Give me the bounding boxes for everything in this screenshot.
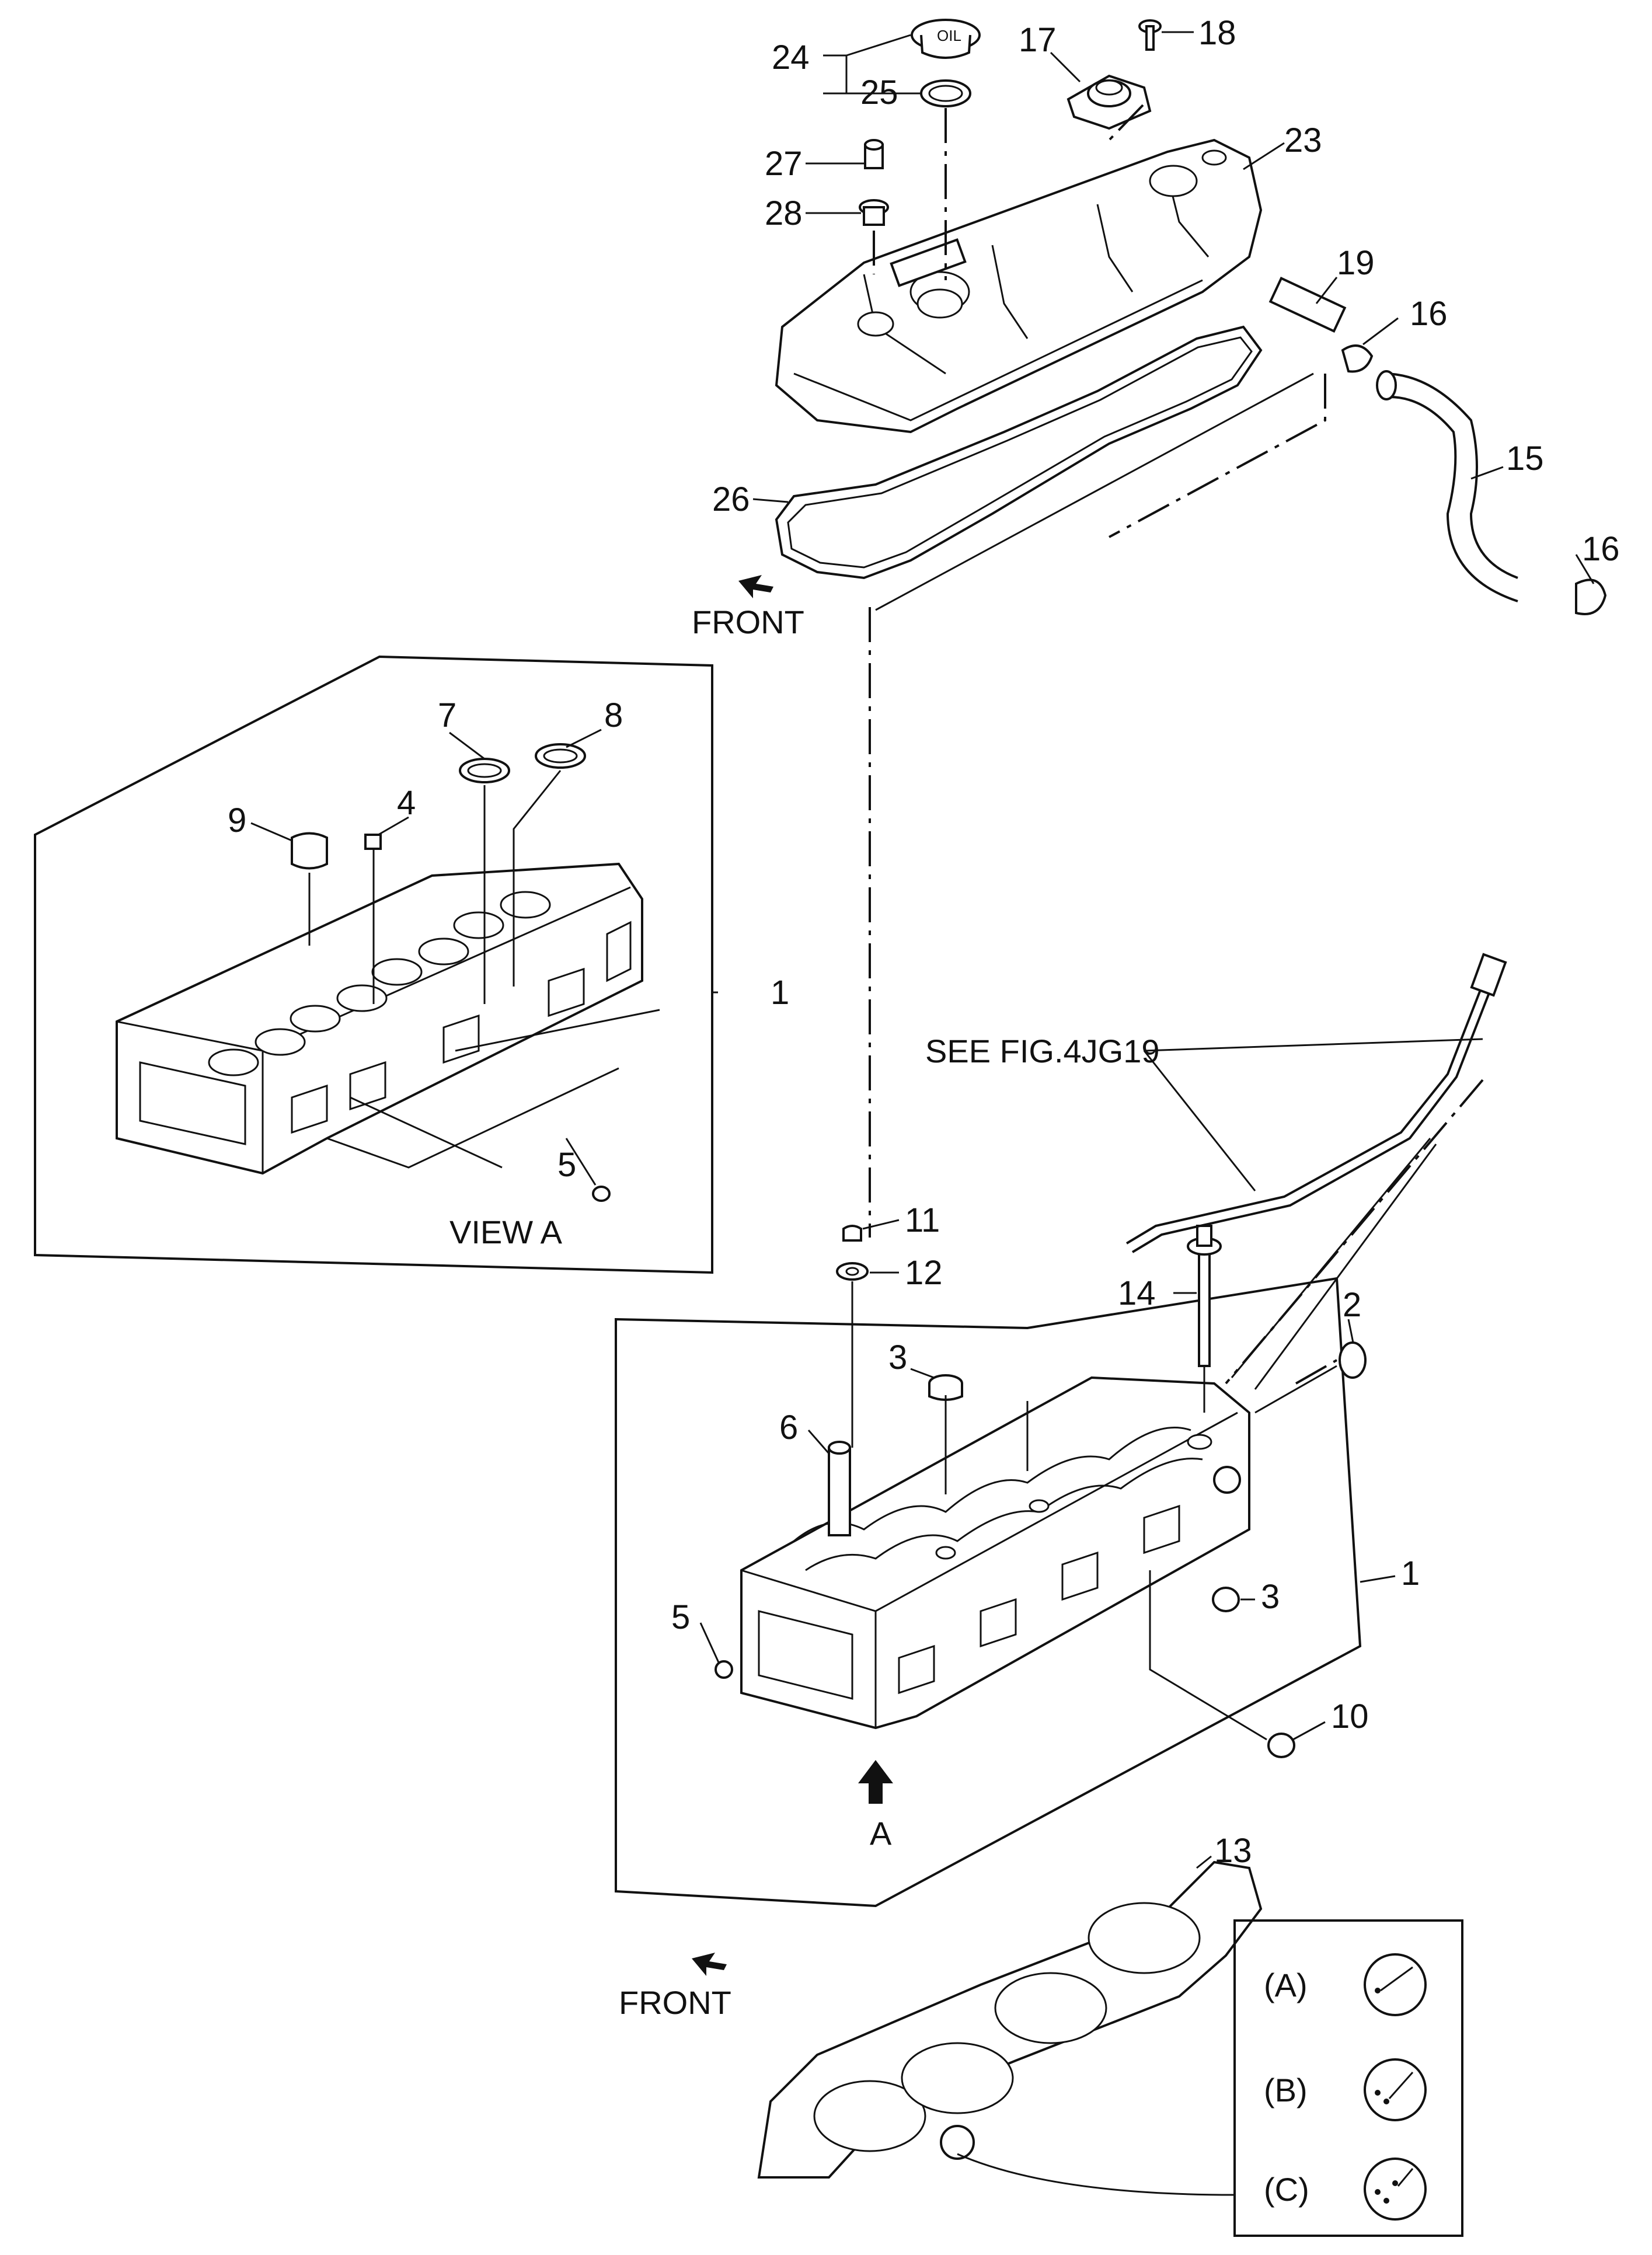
nut-28 [859, 199, 889, 226]
label-1-main: 1 [1401, 1555, 1420, 1592]
label-25: 25 [860, 74, 898, 111]
legend-c-label: (C) [1264, 2171, 1309, 2208]
view-a-parts [291, 743, 660, 1202]
label-10: 10 [1331, 1698, 1369, 1735]
label-5-view-a: 5 [557, 1146, 576, 1184]
clip-upper [1341, 344, 1374, 373]
rocker-cover-gasket [775, 325, 1263, 580]
label-5-main: 5 [671, 1598, 690, 1636]
label-3-lower: 3 [1261, 1578, 1280, 1616]
view-a-caption: VIEW A [449, 1214, 563, 1250]
cylinder-head-view-a [116, 862, 643, 1175]
label-26: 26 [712, 480, 750, 518]
legend-box [1233, 1919, 1463, 2237]
main-parts [715, 1225, 1367, 1758]
label-27: 27 [765, 145, 803, 183]
leader-lines [250, 31, 1595, 1869]
label-13: 13 [1214, 1832, 1252, 1870]
label-17: 17 [1019, 21, 1057, 59]
legend-a-label: (A) [1264, 1967, 1308, 2003]
label-18: 18 [1198, 14, 1236, 52]
label-28: 28 [765, 194, 803, 232]
screw [1138, 19, 1162, 51]
label-11: 11 [905, 1201, 940, 1239]
bolt-27 [864, 139, 884, 169]
front-arrow-top [738, 575, 773, 598]
label-15: 15 [1506, 440, 1544, 478]
label-3-upper: 3 [888, 1339, 907, 1376]
label-16-upper: 16 [1410, 295, 1448, 333]
alignment-lines [869, 104, 1484, 1385]
breather-hose [1376, 370, 1518, 602]
view-a-frame [34, 655, 713, 1274]
label-9: 9 [228, 801, 246, 839]
label-4: 4 [397, 784, 416, 822]
label-2: 2 [1343, 1286, 1361, 1324]
label-19: 19 [1337, 244, 1375, 282]
front-arrow-bottom [692, 1953, 727, 1976]
label-12: 12 [905, 1254, 943, 1292]
label-14: 14 [1118, 1274, 1156, 1312]
rocker-cover [775, 138, 1263, 434]
clip-lower [1575, 578, 1607, 615]
main-frame [615, 1277, 1362, 1908]
arrow-a-label: A [870, 1815, 892, 1852]
part-number-labels: 24 25 17 18 23 27 28 19 16 15 16 26 7 8 … [228, 14, 1620, 1870]
breather-pipe [1268, 277, 1347, 333]
see-fig-reference: SEE FIG.4JG19 [925, 1033, 1160, 1069]
label-7: 7 [438, 696, 456, 734]
head-gasket [757, 1860, 1263, 2196]
label-8: 8 [604, 696, 623, 734]
arrow-a-icon [858, 1760, 893, 1804]
cylinder-head-main [740, 1376, 1250, 1730]
label-1-view-a: 1 [771, 974, 789, 1012]
glow-plug-harness [1125, 953, 1507, 1390]
breather-cover [1067, 74, 1152, 130]
legend-b-label: (B) [1264, 2072, 1308, 2108]
front-label-top: FRONT [692, 604, 804, 640]
svg-text:OIL: OIL [937, 27, 961, 44]
label-6: 6 [779, 1409, 798, 1447]
front-label-bottom: FRONT [619, 1984, 731, 2021]
label-23: 23 [1284, 121, 1322, 159]
filler-cap-seal [920, 79, 971, 107]
captions: FRONT FRONT SEE FIG.4JG19 VIEW A A (A) (… [449, 604, 1309, 2208]
filler-cap: OIL [911, 19, 981, 59]
label-16-lower: 16 [1582, 530, 1620, 568]
label-24: 24 [772, 39, 810, 76]
